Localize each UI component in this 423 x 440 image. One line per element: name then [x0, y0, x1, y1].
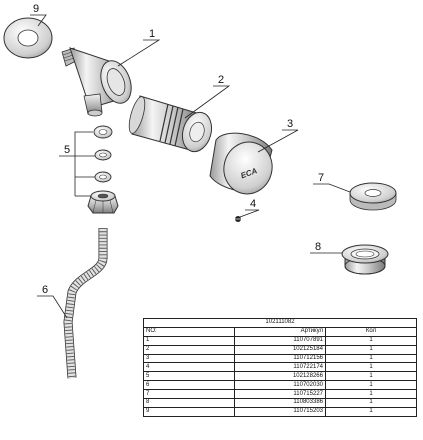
row-no: 4 — [143, 362, 235, 373]
row-qty: 1 — [325, 335, 417, 346]
row-article: 110715203 — [234, 406, 326, 417]
row-no: 7 — [143, 389, 235, 400]
part-2-cartridge — [128, 95, 213, 153]
row-no: 3 — [143, 353, 235, 364]
table-row: 2 102125184 1 — [143, 344, 417, 355]
callout-9: 9 — [33, 3, 39, 15]
row-no: 8 — [143, 398, 235, 408]
header-no: NO: — [143, 326, 235, 337]
row-no: 6 — [143, 380, 235, 391]
table-row: 1 110707891 1 — [143, 335, 417, 346]
table-row: 5 102128266 1 — [143, 371, 417, 382]
row-qty: 1 — [325, 380, 417, 391]
row-article: 110803386 — [234, 398, 326, 408]
callout-4: 4 — [250, 198, 256, 210]
part-7-washer — [349, 182, 397, 211]
callout-6: 6 — [42, 284, 48, 296]
row-article: 110707891 — [234, 335, 326, 346]
table-row: 6 110702030 1 — [143, 380, 417, 391]
table-row: 3 110712156 1 — [143, 353, 417, 364]
callout-7: 7 — [318, 172, 324, 184]
table-header-row: NO: Артикул Кол — [143, 326, 417, 337]
table-row: 7 110715227 1 — [143, 389, 417, 400]
row-no: 2 — [143, 344, 235, 355]
callout-5: 5 — [64, 144, 70, 156]
table-title-row: 102111082 — [143, 318, 417, 328]
part-6-flex-hose — [63, 228, 108, 379]
row-qty: 1 — [325, 398, 417, 408]
table-row: 4 110722174 1 — [143, 362, 417, 373]
table-row: 9 110715203 1 — [143, 406, 417, 417]
row-article: 110715227 — [234, 389, 326, 400]
leader-lines — [30, 14, 351, 319]
part-5-washer-set — [87, 125, 119, 214]
callout-2: 2 — [218, 74, 224, 86]
washer-1 — [93, 125, 113, 139]
row-article: 102125184 — [234, 344, 326, 355]
nut — [87, 190, 119, 214]
washer-2 — [94, 149, 112, 161]
part-9-flange — [3, 17, 53, 59]
callout-3: 3 — [287, 118, 293, 130]
row-article: 102128266 — [234, 371, 326, 382]
row-no: 9 — [143, 406, 235, 417]
row-no: 1 — [143, 335, 235, 346]
callout-1: 1 — [149, 28, 155, 40]
row-qty: 1 — [325, 353, 417, 364]
header-article: Артикул — [234, 326, 326, 337]
row-qty: 1 — [325, 406, 417, 417]
row-article: 110702030 — [234, 380, 326, 391]
table-row: 8 110803386 1 — [143, 398, 417, 408]
washer-3 — [94, 171, 112, 183]
row-no: 5 — [143, 371, 235, 382]
part-8-gasket — [341, 244, 389, 275]
parts-table: 102111082 NO: Артикул Кол 1 110707891 1 … — [143, 318, 417, 417]
part-3-push-cap: ECA — [209, 132, 273, 195]
row-article: 110722174 — [234, 362, 326, 373]
row-article: 110712156 — [234, 353, 326, 364]
row-qty: 1 — [325, 371, 417, 382]
row-qty: 1 — [325, 362, 417, 373]
row-qty: 1 — [325, 389, 417, 400]
table-title: 102111082 — [143, 318, 417, 328]
row-qty: 1 — [325, 344, 417, 355]
callout-8: 8 — [315, 241, 321, 253]
part-1-body — [61, 47, 132, 117]
part-4-screw — [235, 216, 241, 222]
header-qty: Кол — [325, 326, 417, 337]
